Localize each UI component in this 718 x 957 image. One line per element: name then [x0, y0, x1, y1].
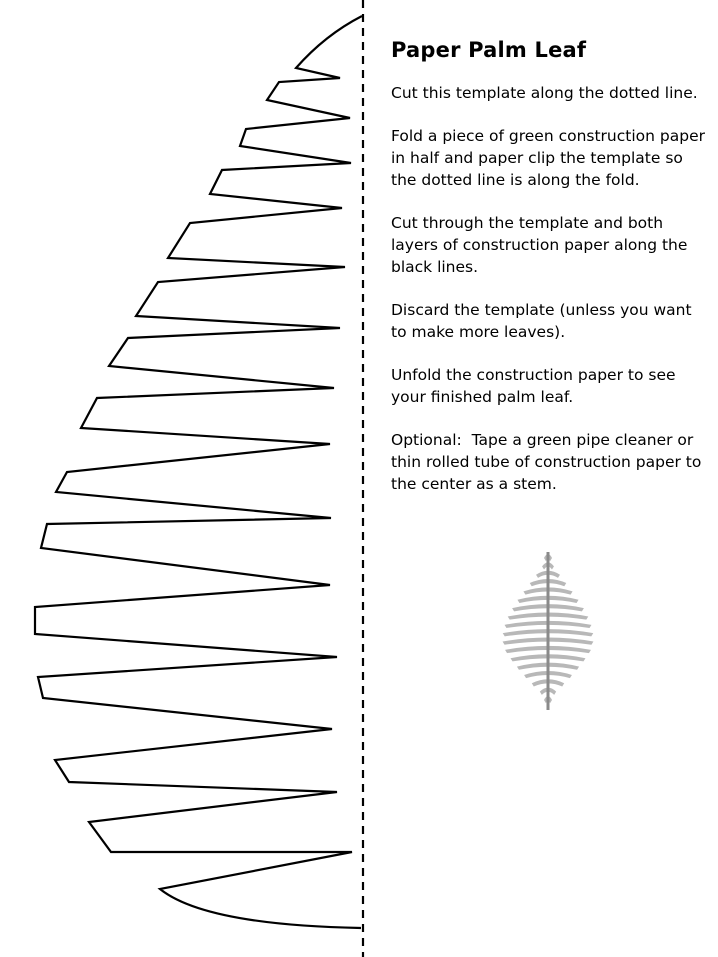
step-1: Cut this template along the dotted line.	[391, 84, 698, 102]
step-4: Discard the template (unless you want to…	[391, 301, 697, 341]
finished-leaf-illustration	[502, 552, 594, 710]
half-leaf-outline	[33, 15, 363, 930]
step-2: Fold a piece of green construction paper…	[391, 127, 710, 189]
step-5: Unfold the construction paper to see you…	[391, 366, 681, 406]
instructions-panel: Paper Palm Leaf Cut this template along …	[391, 38, 711, 516]
step-3: Cut through the template and both layers…	[391, 214, 693, 276]
step-6: Optional: Tape a green pipe cleaner or t…	[391, 431, 707, 493]
page-title: Paper Palm Leaf	[391, 38, 587, 62]
